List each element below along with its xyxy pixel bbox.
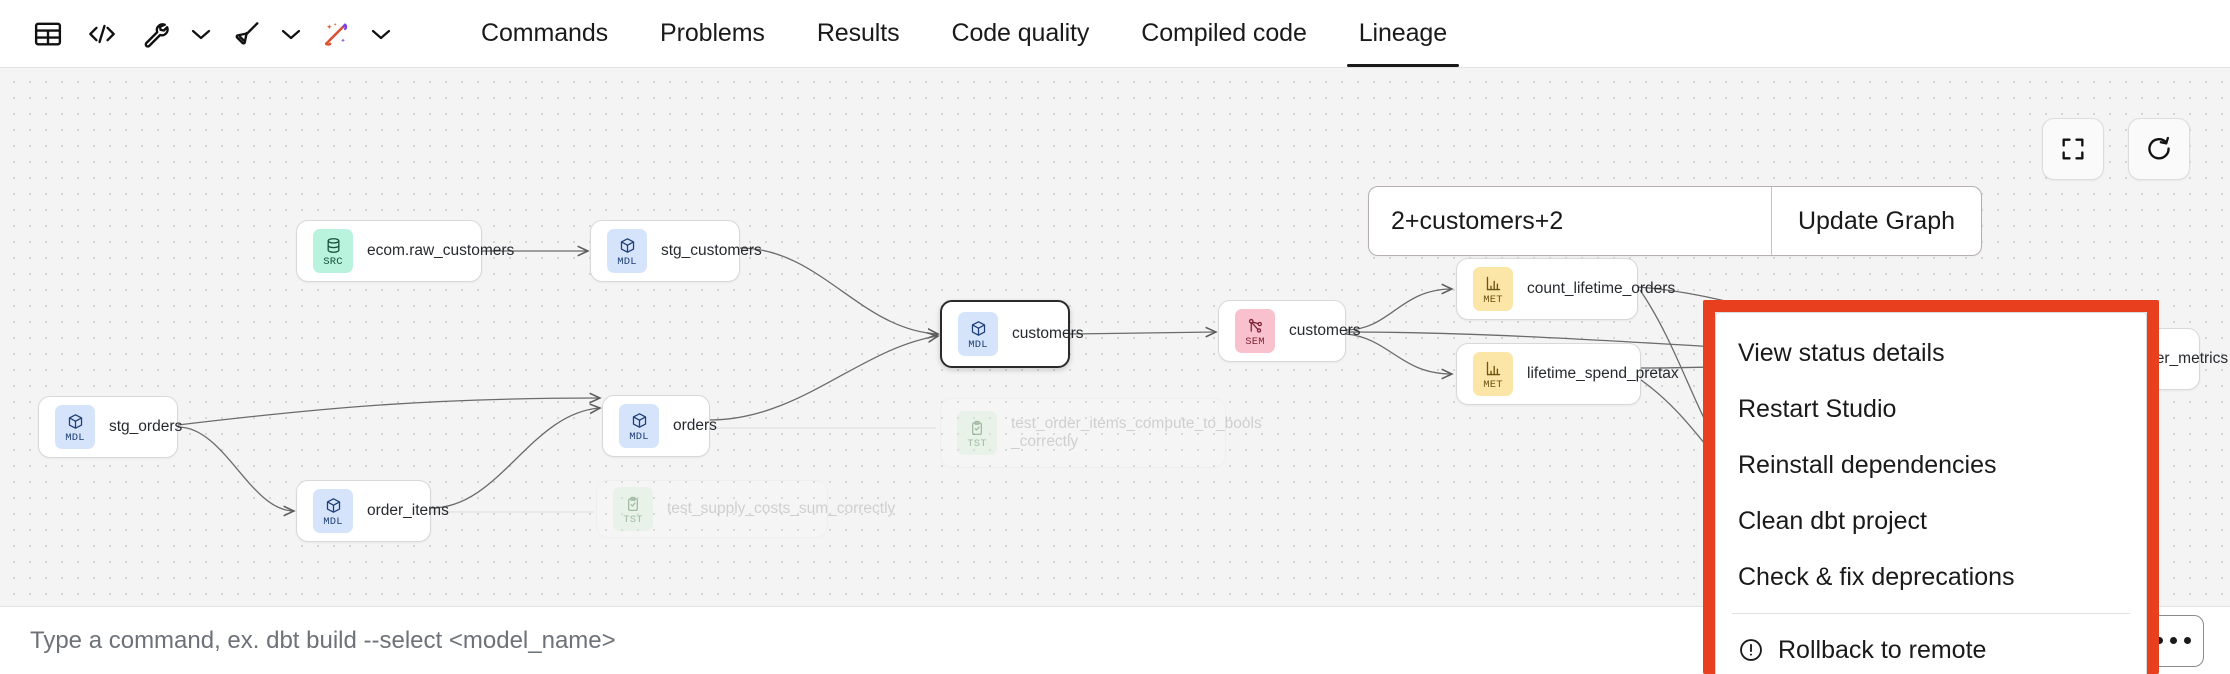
node-type-label: MDL bbox=[323, 515, 343, 528]
command-input[interactable] bbox=[0, 607, 1854, 674]
lineage-node[interactable]: MDL orders bbox=[602, 395, 717, 457]
menu-item-reinstall-dependencies[interactable]: Reinstall dependencies bbox=[1738, 450, 1997, 479]
node-type-badge-met: MET bbox=[1473, 267, 1513, 311]
tab-compiled-code[interactable]: Compiled code bbox=[1141, 19, 1307, 47]
broom-icon[interactable] bbox=[220, 8, 272, 60]
cube-icon bbox=[67, 412, 84, 432]
node-type-label: TST bbox=[967, 437, 987, 450]
studio-actions-menu: View status details Restart Studio Reins… bbox=[1715, 312, 2147, 674]
bar-chart-icon bbox=[1485, 359, 1502, 379]
top-toolbar: Commands Problems Results Code quality C… bbox=[0, 0, 2230, 68]
menu-item-clean-dbt-project[interactable]: Clean dbt project bbox=[1738, 506, 1928, 535]
node-label: count_lifetime_orders bbox=[1527, 280, 1676, 297]
node-type-label: MDL bbox=[629, 430, 649, 443]
ellipsis-icon bbox=[2169, 637, 2177, 644]
lineage-selector-bar: Update Graph bbox=[1368, 186, 1982, 256]
node-type-label: MET bbox=[1483, 378, 1503, 391]
lineage-node[interactable]: TST test_order_items_compute_to_bools _co… bbox=[940, 398, 1262, 468]
node-type-badge-sem: SEM bbox=[1235, 309, 1275, 353]
node-type-label: SEM bbox=[1245, 335, 1265, 348]
tab-lineage[interactable]: Lineage bbox=[1333, 0, 1473, 67]
lineage-node[interactable]: MET lifetime_spend_pretax bbox=[1456, 343, 1679, 405]
ellipsis-icon bbox=[2183, 637, 2191, 644]
clipboard-check-icon bbox=[969, 418, 985, 438]
lineage-node[interactable]: MDL stg_customers bbox=[590, 220, 762, 282]
lineage-node[interactable]: TST test_supply_costs_sum_correctly bbox=[596, 480, 895, 538]
lineage-node[interactable]: MET count_lifetime_orders bbox=[1456, 258, 1675, 320]
refresh-graph-button[interactable] bbox=[2128, 118, 2190, 180]
lineage-node[interactable]: MDL stg_orders bbox=[38, 396, 182, 458]
chevron-down-icon[interactable] bbox=[274, 8, 308, 60]
node-type-badge-tst: TST bbox=[957, 411, 997, 455]
lineage-node[interactable]: SEM customers bbox=[1218, 300, 1361, 362]
node-type-badge-mdl: MDL bbox=[958, 312, 998, 356]
menu-item-view-status-details[interactable]: View status details bbox=[1738, 338, 1945, 367]
node-type-label: MDL bbox=[968, 338, 988, 351]
node-label: customers bbox=[1012, 325, 1084, 342]
chevron-down-icon[interactable] bbox=[184, 8, 218, 60]
node-label: lifetime_spend_pretax bbox=[1527, 365, 1679, 382]
tab-results[interactable]: Results bbox=[816, 19, 900, 47]
lineage-node[interactable]: MDL order_items bbox=[296, 480, 449, 542]
node-type-badge-mdl: MDL bbox=[55, 405, 95, 449]
node-type-label: MDL bbox=[617, 255, 637, 268]
node-type-badge-met: MET bbox=[1473, 352, 1513, 396]
cube-icon bbox=[970, 319, 987, 339]
bar-chart-icon bbox=[1485, 274, 1502, 294]
node-type-badge-tst: TST bbox=[613, 487, 653, 531]
menu-item-label: Rollback to remote bbox=[1778, 635, 1987, 664]
node-type-label: MDL bbox=[65, 431, 85, 444]
chevron-down-icon[interactable] bbox=[364, 8, 398, 60]
node-type-badge-mdl: MDL bbox=[619, 404, 659, 448]
tab-code-quality[interactable]: Code quality bbox=[951, 19, 1090, 47]
magic-wand-icon[interactable] bbox=[310, 8, 362, 60]
fit-view-button[interactable] bbox=[2042, 118, 2104, 180]
database-icon bbox=[325, 236, 342, 256]
ellipsis-icon bbox=[2155, 637, 2163, 644]
tab-commands[interactable]: Commands bbox=[481, 19, 609, 47]
node-label: ecom.raw_customers bbox=[367, 242, 515, 259]
menu-item-check-fix-deprecations[interactable]: Check & fix deprecations bbox=[1738, 562, 2015, 591]
node-label: stg_orders bbox=[109, 418, 183, 435]
wrench-icon[interactable] bbox=[130, 8, 182, 60]
menu-item-rollback-to-remote[interactable]: Rollback to remote bbox=[1716, 622, 2146, 674]
cube-icon bbox=[631, 411, 648, 431]
table-view-icon[interactable] bbox=[22, 8, 74, 60]
more-actions-button[interactable] bbox=[2142, 614, 2204, 667]
menu-separator bbox=[1732, 613, 2130, 614]
node-type-label: TST bbox=[623, 513, 643, 526]
node-label: test_order_items_compute_to_bools _corre… bbox=[1011, 415, 1262, 450]
editor-tool-group bbox=[0, 0, 421, 67]
lineage-node[interactable]: SRC ecom.raw_customers bbox=[296, 220, 514, 282]
panel-tabs: Commands Problems Results Code quality C… bbox=[421, 0, 1473, 67]
cube-icon bbox=[325, 496, 342, 516]
tab-problems[interactable]: Problems bbox=[660, 19, 765, 47]
warning-circle-icon bbox=[1738, 637, 1764, 663]
update-graph-button[interactable]: Update Graph bbox=[1770, 187, 1981, 255]
node-type-badge-src: SRC bbox=[313, 229, 353, 273]
node-type-badge-mdl: MDL bbox=[313, 489, 353, 533]
node-label: orders bbox=[673, 417, 717, 434]
node-type-badge-mdl: MDL bbox=[607, 229, 647, 273]
node-label: customers bbox=[1289, 322, 1361, 339]
node-selector-input[interactable] bbox=[1369, 187, 1771, 255]
cube-icon bbox=[619, 236, 636, 256]
node-label: test_supply_costs_sum_correctly bbox=[667, 500, 896, 517]
code-icon[interactable] bbox=[76, 8, 128, 60]
node-type-label: SRC bbox=[323, 255, 343, 268]
lineage-node-selected[interactable]: MDL customers bbox=[940, 300, 1084, 368]
clipboard-check-icon bbox=[625, 494, 641, 514]
semantic-graph-icon bbox=[1247, 316, 1264, 336]
node-label: order_items bbox=[367, 502, 449, 519]
node-label: stg_customers bbox=[661, 242, 762, 259]
node-type-label: MET bbox=[1483, 293, 1503, 306]
menu-item-restart-studio[interactable]: Restart Studio bbox=[1738, 394, 1897, 423]
